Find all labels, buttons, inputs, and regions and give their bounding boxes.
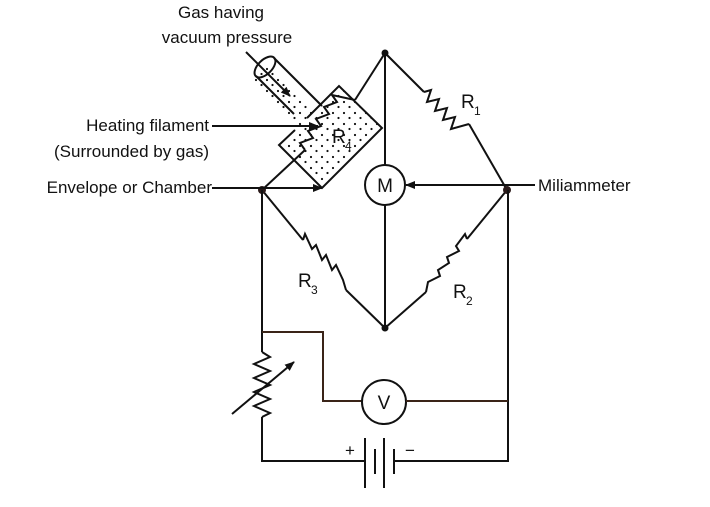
rheostat-arrow — [231, 361, 295, 415]
meter-label: M — [377, 176, 393, 197]
r3-label: R — [298, 271, 312, 292]
node-top — [381, 49, 389, 57]
filament-label-line1: Heating filament — [86, 116, 209, 135]
r3-subscript: 3 — [311, 283, 318, 297]
tube-opening — [253, 55, 277, 79]
resistor-r4 — [298, 93, 356, 151]
envelope-body — [277, 84, 384, 190]
resistor-r3 — [302, 231, 347, 291]
gas-label-line2: vacuum pressure — [162, 28, 292, 47]
resistor-r1 — [423, 88, 470, 131]
wire-top-r1 — [384, 52, 425, 93]
wire-left-r3 — [261, 189, 304, 241]
r1-subscript: 1 — [474, 104, 481, 118]
voltmeter-label: V — [378, 393, 391, 414]
wire-r2-bottom — [384, 291, 427, 329]
wire-chamber-top — [354, 52, 386, 101]
r2-subscript: 2 — [466, 294, 473, 308]
r1-label: R — [461, 92, 475, 113]
r4-subscript: 4 — [345, 139, 352, 153]
r2-label: R — [453, 282, 467, 303]
wire-right-r2 — [466, 189, 508, 240]
battery-plus-label: + — [345, 441, 355, 460]
battery-minus-label: − — [405, 441, 415, 460]
wire-r3-bottom — [345, 289, 386, 329]
chamber — [251, 55, 384, 190]
r4-label: R — [332, 127, 346, 148]
node-bottom — [381, 324, 389, 332]
gas-label-line1: Gas having — [178, 3, 264, 22]
miliammeter-label: Miliammeter — [538, 176, 631, 195]
rheostat — [251, 351, 273, 418]
envelope-label: Envelope or Chamber — [47, 178, 213, 197]
gas-pointer — [245, 51, 291, 97]
battery-symbol — [364, 438, 395, 488]
resistor-r2 — [425, 231, 468, 293]
supply-circuit: + − — [231, 190, 509, 488]
filament-label-line2: (Surrounded by gas) — [54, 142, 209, 161]
wire-r1-right — [468, 123, 508, 191]
